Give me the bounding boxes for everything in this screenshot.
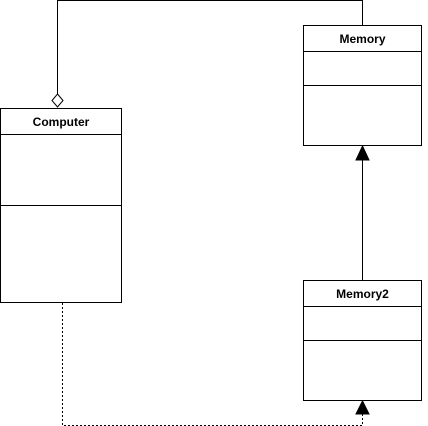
aggregation-diamond [51,93,64,108]
generalization-arrowhead [355,144,370,161]
class-box-computer[interactable]: Computer [0,108,122,303]
dependency-arrowhead [355,399,370,415]
class-box-memory2[interactable]: Memory2 [303,280,422,401]
aggregation-line [57,0,363,94]
class-name-memory: Memory [339,32,385,46]
generalization-connector[interactable] [355,144,370,281]
class-name-memory2: Memory2 [336,287,389,301]
class-box-memory[interactable]: Memory [303,25,422,146]
aggregation-connector[interactable] [51,0,363,108]
class-name-computer: Computer [33,115,90,129]
